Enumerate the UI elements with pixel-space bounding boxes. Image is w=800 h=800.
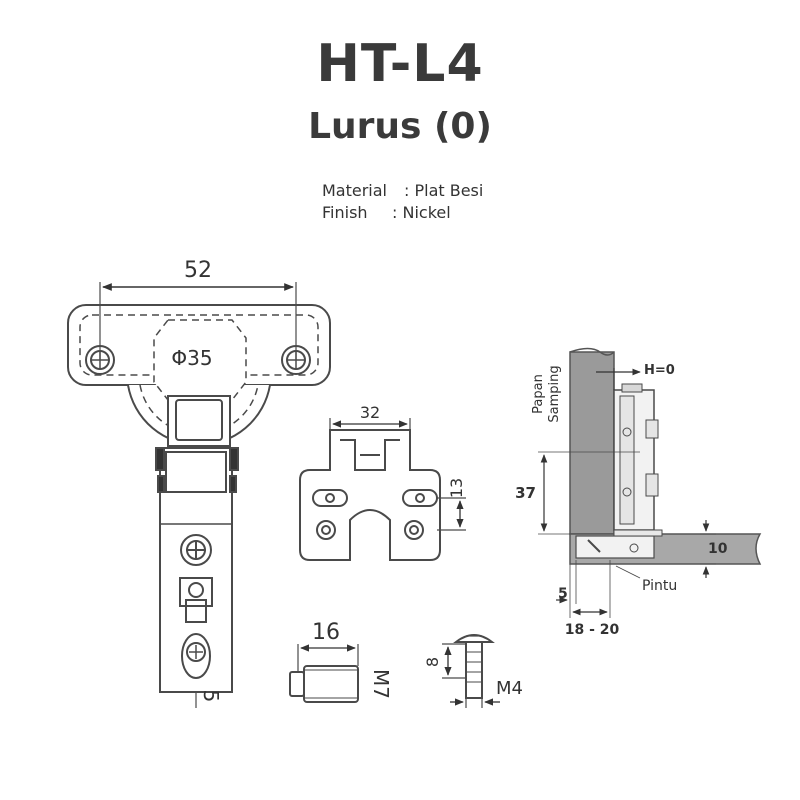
- arm-adjust-screw-icon: [180, 534, 212, 566]
- dim-18-20-label: 18 - 20: [565, 622, 620, 638]
- hinge-offset-label: 5: [199, 690, 223, 703]
- dowel-thread-label: M7: [369, 669, 393, 699]
- dim-13-label: 13: [447, 478, 466, 498]
- side-panel-label-1: Papan: [531, 374, 546, 414]
- dim-10-label: 10: [708, 541, 728, 557]
- dim-37-label: 37: [515, 484, 536, 502]
- mounting-plate: [299, 429, 441, 561]
- spec-finish: Finish : Nickel: [322, 202, 451, 224]
- cabinet-section: [538, 347, 762, 618]
- dim-52-label: 52: [184, 258, 212, 283]
- variant-subtitle: Lurus (0): [308, 106, 492, 147]
- dim-8-label: 8: [423, 657, 442, 667]
- material-value: : Plat Besi: [404, 181, 484, 200]
- dim-32-label: 32: [360, 403, 380, 422]
- dowel-part: [289, 665, 359, 703]
- dim-32: [329, 418, 411, 440]
- overlay-label: H=0: [644, 363, 675, 378]
- finish-value: : Nickel: [392, 203, 451, 222]
- dim-5-label: 5: [558, 586, 568, 602]
- dim-52: [99, 282, 297, 360]
- hinge-top-view: [67, 304, 331, 708]
- spec-material: Material : Plat Besi: [322, 180, 483, 202]
- dim-16: [297, 644, 359, 672]
- model-title: HT-L4: [316, 34, 484, 94]
- screw-thread-label: M4: [496, 678, 523, 699]
- dim-8: [442, 643, 466, 679]
- side-panel-label-2: Samping: [547, 365, 562, 422]
- dim-m4: [450, 684, 500, 708]
- cup-diameter-label: Φ35: [171, 346, 212, 370]
- screw-part: [453, 634, 495, 699]
- material-label: Material: [322, 181, 387, 200]
- dim-13: [437, 497, 466, 531]
- dim-16-label: 16: [312, 620, 340, 645]
- arm-slot-screw-icon: [181, 633, 211, 679]
- finish-label: Finish: [322, 203, 368, 222]
- door-label: Pintu: [642, 578, 677, 594]
